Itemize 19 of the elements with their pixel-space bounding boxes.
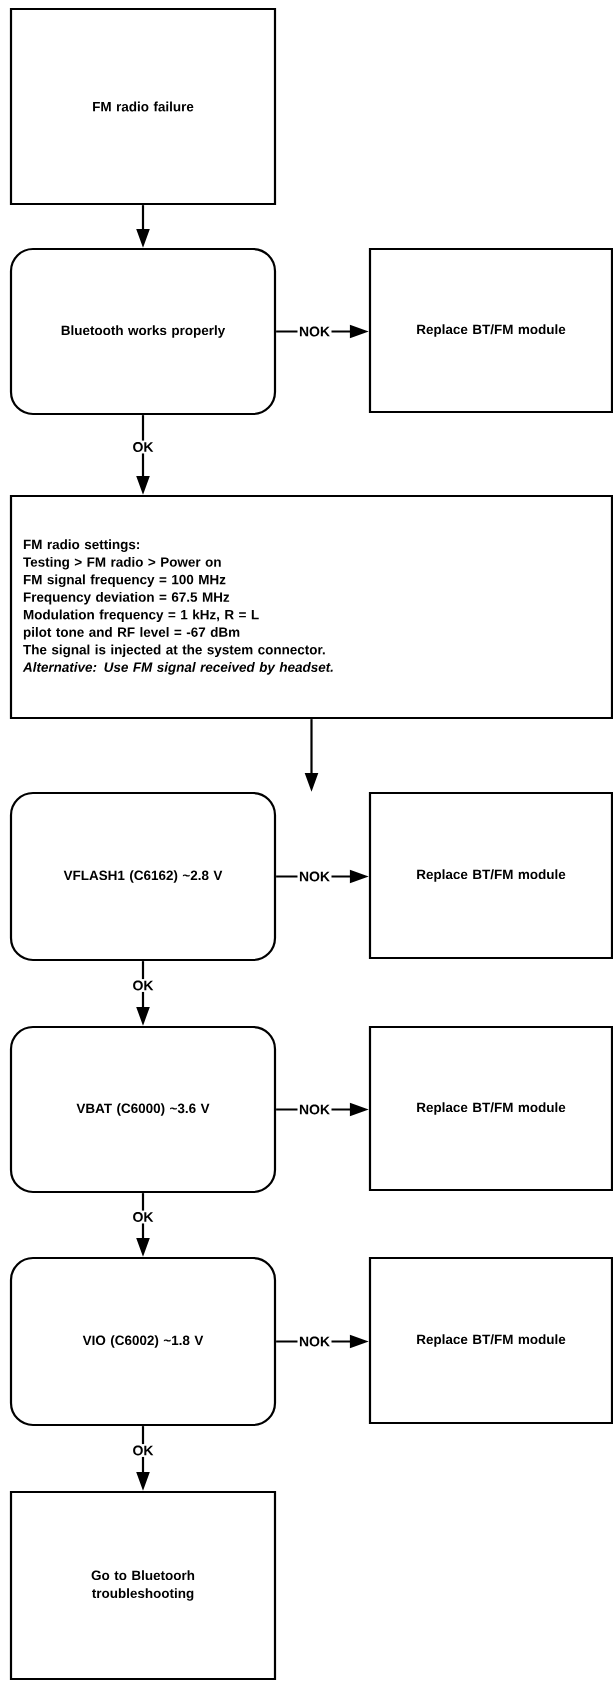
- process-box: Replace BT/FM module: [368, 1256, 613, 1425]
- process-box: Go to Bluetoorh troubleshooting: [9, 1490, 277, 1681]
- edge-label: NOK: [297, 1103, 332, 1116]
- decision-box: Bluetooth works properly: [9, 247, 277, 416]
- decision-box: VIO (C6002) ~1.8 V: [9, 1256, 277, 1427]
- edge-label: OK: [131, 440, 155, 454]
- edge-label: OK: [131, 1444, 155, 1457]
- edge-label: NOK: [297, 1335, 332, 1348]
- edge-label: OK: [131, 1210, 155, 1224]
- edge-label: OK: [131, 979, 155, 992]
- decision-box: VFLASH1 (C6162) ~2.8 V: [9, 791, 277, 962]
- edge-label: NOK: [297, 870, 332, 883]
- decision-box: VBAT (C6000) ~3.6 V: [9, 1025, 277, 1194]
- process-box: FM radio failure: [9, 7, 277, 206]
- edge-label: NOK: [297, 325, 332, 338]
- note-box: FM radio settings: Testing > FM radio > Power on FM signal frequency = 100 MHz Frequency deviation = 67.5 MHz Modulation frequency = 1 kHz, R = L pilot tone and RF level = -67 dBm The signal is injected at the system connector. Alternative: Use FM signal received by headset.: [9, 494, 613, 720]
- process-box: Replace BT/FM module: [368, 791, 613, 960]
- process-box: Replace BT/FM module: [368, 1025, 613, 1192]
- process-box: Replace BT/FM module: [368, 247, 613, 414]
